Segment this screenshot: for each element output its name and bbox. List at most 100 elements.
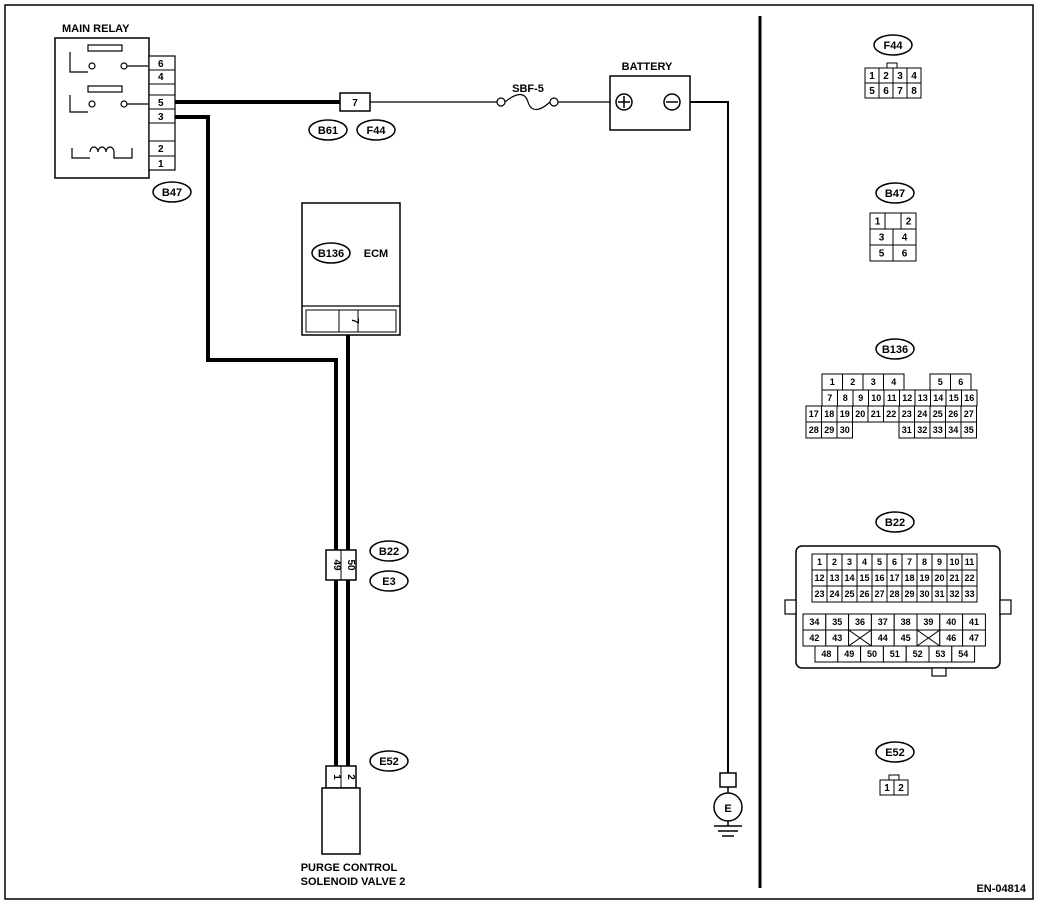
b22-pin-34: 34 — [809, 617, 819, 627]
connector-b22-e3: 49 50 B22 E3 — [325, 540, 409, 592]
b22-pin-47: 47 — [969, 633, 979, 643]
b22-pin-12: 12 — [814, 573, 824, 583]
main-relay-label: MAIN RELAY — [62, 23, 130, 35]
connector-tag-b136-text: B136 — [318, 248, 344, 260]
b22-pin-46: 46 — [946, 633, 956, 643]
b136-pin-30: 30 — [840, 425, 850, 435]
b22-pin-36: 36 — [855, 617, 865, 627]
connector-tag-f44 — [356, 119, 396, 141]
b22-pin-22: 22 — [964, 573, 974, 583]
b22-pin-2: 2 — [832, 557, 837, 567]
b136-pin-16: 16 — [964, 393, 974, 403]
b136-pin-35: 35 — [964, 425, 974, 435]
connector-tag-e52 — [369, 750, 409, 772]
b22-pin-44: 44 — [878, 633, 888, 643]
legend-b22-tag — [875, 511, 915, 533]
connector-tag-b61 — [308, 119, 348, 141]
b47-pin-6-cell — [892, 244, 917, 262]
b22-pin-48: 48 — [821, 649, 831, 659]
b22-pin-54-cell — [951, 645, 976, 663]
b136-pin-15: 15 — [949, 393, 959, 403]
b22-pin-17: 17 — [889, 573, 899, 583]
b22-pin-24: 24 — [829, 589, 839, 599]
connector-tag-b136 — [311, 242, 351, 264]
connector-tag-b47-text: B47 — [162, 187, 182, 199]
legend-e52-name: E52 — [885, 747, 905, 759]
connector-tag-b22 — [369, 540, 409, 562]
b136-pin-8: 8 — [843, 393, 848, 403]
b136-pin-6: 6 — [958, 377, 963, 387]
b47-pin-3: 3 — [879, 233, 885, 244]
b22-pin-30: 30 — [919, 589, 929, 599]
ground: E — [713, 772, 743, 837]
relay-pin-1: 1 — [158, 159, 164, 170]
b136-pin-5: 5 — [938, 377, 943, 387]
b22-pin-45: 45 — [901, 633, 911, 643]
connector-tag-f44-text: F44 — [367, 125, 387, 137]
b47-pin-5: 5 — [879, 249, 885, 260]
main-relay: MAIN RELAY 6 4 5 3 2 1 — [54, 23, 192, 203]
relay-pin-2: 2 — [158, 144, 164, 155]
connector-tag-e3-text: E3 — [382, 576, 395, 588]
f44-pin-3: 3 — [897, 71, 903, 82]
b22-pin-32: 32 — [949, 589, 959, 599]
b136-pin-1: 1 — [830, 377, 835, 387]
b22-pin-40: 40 — [946, 617, 956, 627]
b22-pin-28: 28 — [889, 589, 899, 599]
b47-pin-2: 2 — [906, 217, 912, 228]
fuse-connector-pin: 7 — [352, 98, 358, 109]
b22-pin-29: 29 — [904, 589, 914, 599]
f44-pin-1: 1 — [869, 71, 875, 82]
b136-pin-33: 33 — [933, 425, 943, 435]
b136-pin-14: 14 — [933, 393, 943, 403]
b22-pin-25: 25 — [844, 589, 854, 599]
valve-label-line1: PURGE CONTROL — [301, 862, 398, 874]
b47-key — [884, 212, 902, 230]
wires — [175, 100, 729, 775]
b136-pin-19: 19 — [840, 409, 850, 419]
ground-label: E — [724, 803, 731, 815]
b22-pin-54: 54 — [958, 649, 968, 659]
b22-pin-50: 50 — [867, 649, 877, 659]
b136-pin-12: 12 — [902, 393, 912, 403]
connector-tag-b47 — [152, 181, 192, 203]
b22-pin-39: 39 — [923, 617, 933, 627]
b22-pin-21: 21 — [949, 573, 959, 583]
battery-label: BATTERY — [622, 61, 673, 73]
f44-pin-4: 4 — [911, 71, 917, 82]
b22-pin-20: 20 — [934, 573, 944, 583]
b136-pin-10: 10 — [871, 393, 881, 403]
f44-pin-2: 2 — [883, 71, 889, 82]
diagram-border — [4, 4, 1034, 900]
b136-pin-11: 11 — [887, 393, 897, 403]
ecm: 7 B136 ECM — [301, 202, 401, 336]
b22-pin-19: 19 — [919, 573, 929, 583]
b47-pin-6: 6 — [902, 249, 908, 260]
ecm-pin: 7 — [349, 318, 360, 324]
b136-pin-18: 18 — [824, 409, 834, 419]
b22-pin-52: 52 — [913, 649, 923, 659]
b22-pin-38: 38 — [901, 617, 911, 627]
b136-pin-4: 4 — [891, 377, 896, 387]
b136-pin-17: 17 — [809, 409, 819, 419]
relay-pin-6: 6 — [158, 59, 164, 70]
b22-pin-16: 16 — [874, 573, 884, 583]
legend-b136-name: B136 — [882, 344, 908, 356]
b22-pin-43: 43 — [832, 633, 842, 643]
relay-pin-3: 3 — [158, 112, 164, 123]
f44-pin-7: 7 — [897, 86, 903, 97]
e52-pin-2-cell — [893, 779, 909, 796]
b22-pin-50: 50 — [345, 559, 356, 571]
legend-f44-name: F44 — [884, 40, 904, 52]
b136-pin-28: 28 — [809, 425, 819, 435]
b22-pin-7: 7 — [907, 557, 912, 567]
b22-pin-10: 10 — [949, 557, 959, 567]
b22-pin-27: 27 — [874, 589, 884, 599]
e52-pin-1: 1 — [884, 783, 890, 794]
b136-pin-21: 21 — [871, 409, 881, 419]
b136-pin-7: 7 — [827, 393, 832, 403]
